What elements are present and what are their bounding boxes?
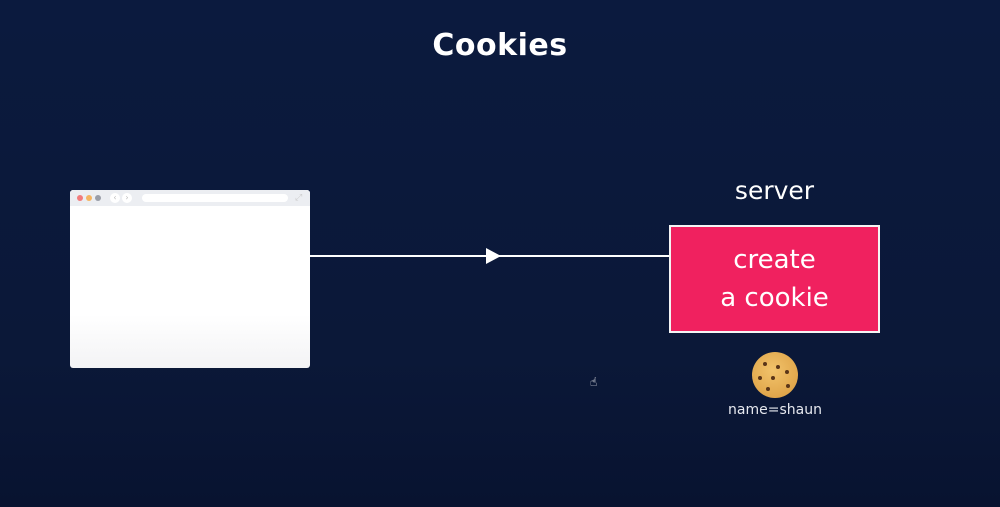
arrow-head-icon	[486, 248, 501, 264]
expand-icon: ⤢	[295, 193, 303, 203]
cookie-label: name=shaun	[728, 402, 822, 418]
address-bar	[142, 194, 288, 202]
slide-title: Cookies	[432, 28, 568, 63]
back-icon: ‹	[110, 193, 120, 203]
create-cookie-box: create a cookie	[669, 225, 880, 333]
close-dot-icon	[77, 195, 83, 201]
browser-window: ‹ › ⤢	[70, 190, 310, 368]
forward-icon: ›	[122, 193, 132, 203]
box-line-1: create	[733, 245, 816, 275]
cookie-icon	[752, 352, 798, 398]
hand-cursor-icon: ☝	[590, 375, 598, 389]
minimize-dot-icon	[86, 195, 92, 201]
browser-toolbar: ‹ › ⤢	[70, 190, 310, 206]
server-label: server	[734, 176, 815, 205]
maximize-dot-icon	[95, 195, 101, 201]
box-line-2: a cookie	[720, 283, 829, 313]
